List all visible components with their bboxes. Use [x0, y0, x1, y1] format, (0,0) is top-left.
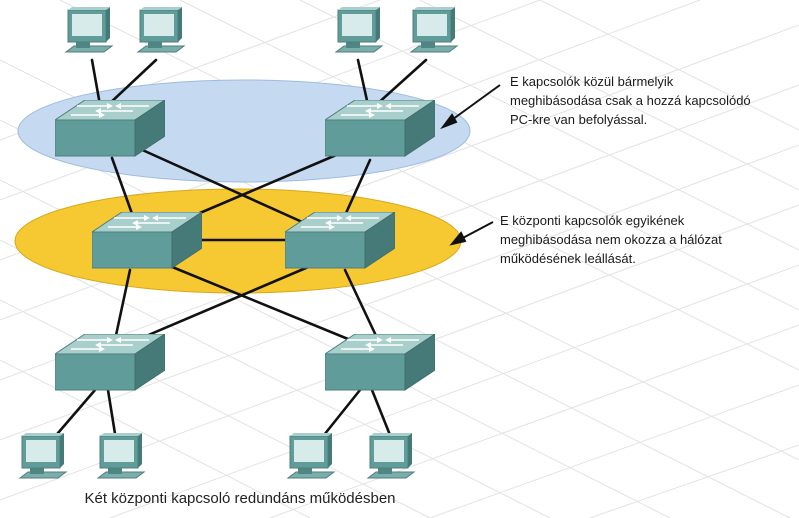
link-pc3-swtr: [356, 58, 370, 107]
link-pc1-swtl: [90, 58, 102, 107]
link-swbr-pc7: [318, 388, 362, 442]
link-core-right-swbr: [343, 268, 380, 342]
link-swbr-pc8: [370, 388, 394, 442]
diagram-caption: Két központi kapcsoló redundáns működésb…: [84, 490, 396, 507]
access-layer-note: E kapcsolók közül bármelyik meghibásodás…: [510, 72, 751, 129]
pc-bottom-2-icon: [97, 432, 145, 479]
link-swbl-pc6: [106, 388, 118, 442]
link-swtl-core-left: [110, 156, 137, 224]
link-swbl-pc5: [50, 388, 97, 442]
core-layer-note-line-1: E központi kapcsolók egyikének: [500, 213, 685, 228]
pc-bottom-4-icon: [367, 432, 415, 479]
pc-bottom-3-icon: [287, 432, 335, 479]
pc-top-2-icon: [137, 6, 185, 53]
access-layer-note-line-3: PC-kre van befolyással.: [510, 112, 648, 127]
access-switch-top-right-icon: [325, 100, 435, 157]
arrow-core-note: [458, 221, 494, 241]
link-core-left-swbr: [158, 260, 372, 350]
callout-arrows: [440, 84, 501, 246]
pc-top-3-icon: [335, 6, 383, 53]
access-switch-top-left-icon: [55, 100, 165, 157]
core-layer-note: E központi kapcsolók egyikének meghibáso…: [500, 211, 722, 268]
link-swtr-core-right: [340, 158, 372, 224]
access-layer-note-line-1: E kapcsolók közül bármelyik: [510, 74, 674, 89]
arrow-core-note-head: [449, 231, 467, 246]
core-layer-note-line-3: működésének leállását.: [500, 251, 636, 266]
link-swtl-core-right: [136, 146, 322, 232]
pc-bottom-1-icon: [19, 432, 67, 479]
link-pc2-swtl: [106, 58, 158, 107]
core-switch-left-icon: [92, 212, 202, 269]
link-pc4-swtr: [374, 58, 428, 107]
access-switch-bottom-left-icon: [55, 334, 165, 391]
pc-top-1-icon: [65, 6, 113, 53]
arrow-access-note: [448, 84, 501, 123]
access-switch-bottom-right-icon: [325, 334, 435, 391]
arrow-access-note-head: [440, 113, 458, 130]
core-layer-note-line-2: meghibásodása nem okozza a hálózat: [500, 232, 722, 247]
access-layer-note-line-2: meghibásodása csak a hozzá kapcsolódó: [510, 93, 751, 108]
link-core-right-swbl: [123, 260, 322, 347]
core-switch-right-icon: [285, 212, 395, 269]
link-core-left-swbl: [113, 268, 132, 342]
